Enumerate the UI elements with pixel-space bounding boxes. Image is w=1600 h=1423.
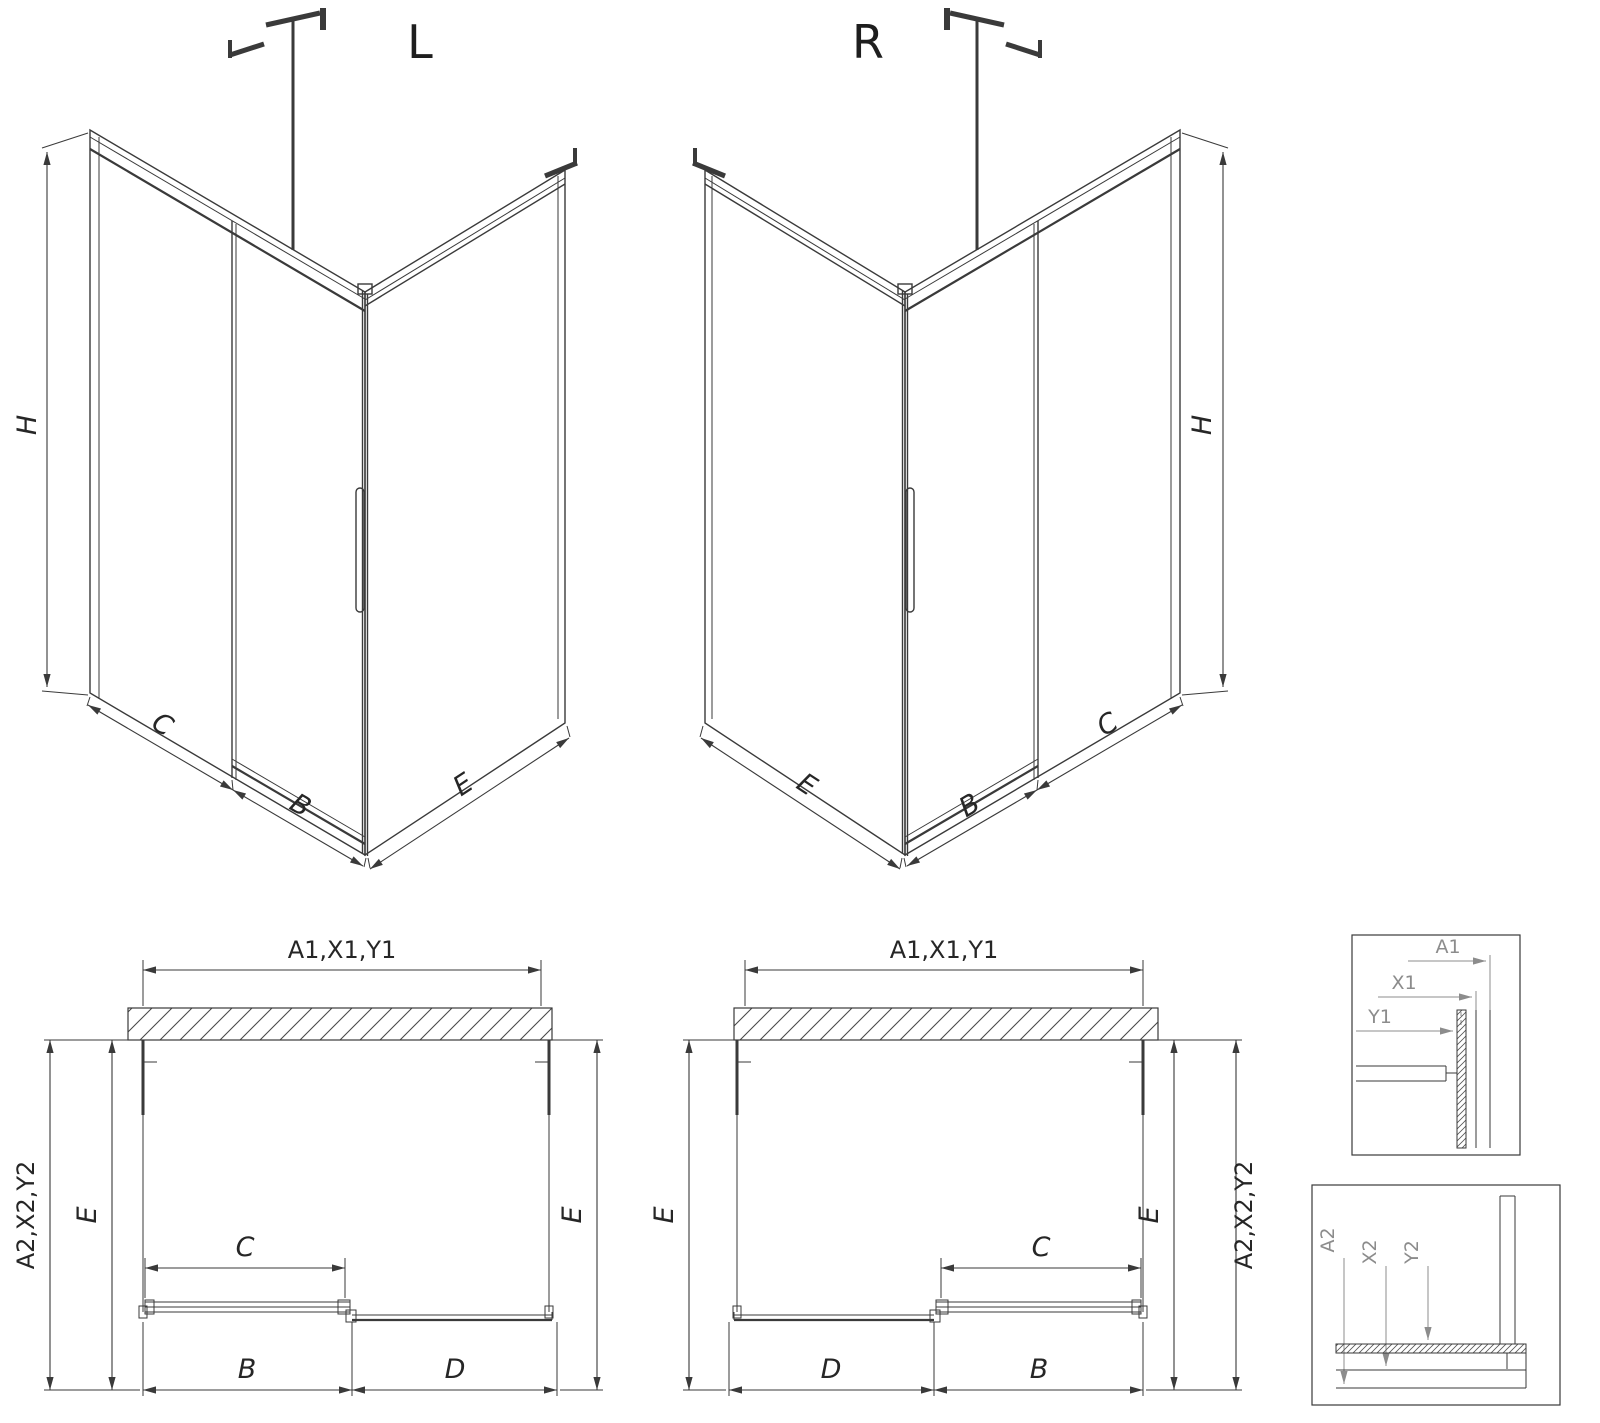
- iso-right-dimensions: H E B C: [699, 132, 1229, 870]
- ceiling-bracket: [949, 10, 1005, 28]
- iso-right-structure: [692, 8, 1181, 857]
- end-bracket: [692, 160, 726, 179]
- end-bracket: [544, 160, 578, 179]
- side-glass-panel: [364, 168, 566, 857]
- dim-depth-left: E: [72, 1206, 103, 1223]
- glass-section: [1456, 1009, 1467, 1149]
- dim-fixed: C: [1092, 706, 1124, 742]
- dim-fixed: C: [146, 707, 178, 743]
- dim-depth-left: E: [649, 1206, 680, 1223]
- top-rail: [904, 148, 1181, 312]
- dim-depth-outer: A2,X2,Y2: [1230, 1161, 1258, 1270]
- dim-fixed-bottom: D: [445, 1354, 466, 1385]
- detail-label-y2: Y2: [1401, 1240, 1423, 1265]
- dim-fixed-bottom: D: [821, 1354, 842, 1385]
- detail-label-x2: X2: [1359, 1239, 1381, 1264]
- dim-door-bottom: B: [238, 1354, 257, 1385]
- corner-cap: [897, 283, 913, 295]
- plan-left-structure: [127, 1007, 554, 1323]
- detail-label-y1: Y1: [1367, 1006, 1392, 1028]
- wall-bracket: [229, 41, 265, 58]
- door-handle: [355, 487, 365, 613]
- detail-label-a1: A1: [1435, 936, 1460, 958]
- plan-left-dimensions: A1,X1,Y1 A2,X2,Y2 E E C B: [12, 936, 603, 1396]
- detail-frame: [1351, 934, 1521, 1156]
- glass-section: [1335, 1343, 1527, 1354]
- right-glass-panel: [904, 128, 1181, 857]
- dim-depth-right: E: [1134, 1206, 1165, 1223]
- plan-right-structure: [732, 1007, 1159, 1323]
- detail-view-top: A1 X1 Y1: [1351, 934, 1521, 1156]
- side-glass-panel: [704, 168, 906, 857]
- dim-height: H: [1187, 415, 1218, 435]
- detail-frame: [1311, 1184, 1561, 1406]
- dim-opening: C: [1032, 1232, 1051, 1263]
- iso-view-left: L: [12, 8, 578, 870]
- variant-label-left: L: [407, 15, 433, 69]
- dim-depth-outer: A2,X2,Y2: [12, 1161, 40, 1270]
- door-handle: [905, 487, 915, 613]
- variant-label-right: R: [852, 15, 884, 69]
- wall-section-hatch: [733, 1007, 1159, 1041]
- plan-view-right: A1,X1,Y1 A2,X2,Y2 E E C D: [649, 936, 1258, 1396]
- dim-door-bottom: B: [1030, 1354, 1049, 1385]
- ceiling-bracket: [265, 10, 321, 28]
- iso-view-right: R: [692, 8, 1229, 870]
- detail-label-a2: A2: [1317, 1227, 1339, 1252]
- dim-depth-right: E: [557, 1206, 588, 1223]
- plan-right-dimensions: A1,X1,Y1 A2,X2,Y2 E E C D: [649, 936, 1258, 1396]
- wall-bracket: [1005, 41, 1041, 58]
- dim-height: H: [12, 415, 43, 435]
- dim-opening: C: [236, 1232, 255, 1263]
- wall-section-hatch: [127, 1007, 553, 1041]
- left-glass-panel: [89, 128, 366, 857]
- dim-width-top: A1,X1,Y1: [890, 936, 999, 964]
- corner-cap: [357, 283, 373, 295]
- dim-width-top: A1,X1,Y1: [288, 936, 397, 964]
- iso-left-dimensions: H C B E: [12, 132, 571, 870]
- detail-view-bottom: A2 X2 Y2: [1311, 1184, 1561, 1406]
- iso-left-structure: [89, 8, 578, 857]
- plan-view-left: A1,X1,Y1 A2,X2,Y2 E E C B: [12, 936, 603, 1396]
- detail-label-x1: X1: [1391, 972, 1416, 994]
- top-rail: [89, 148, 366, 312]
